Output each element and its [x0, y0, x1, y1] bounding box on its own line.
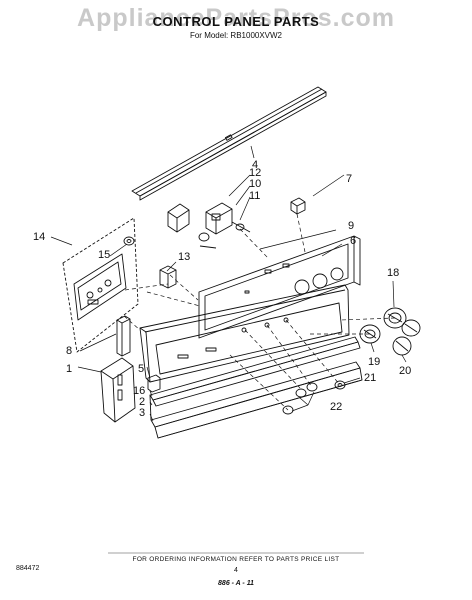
callout-1: 1	[66, 363, 72, 375]
page-number: 4	[234, 567, 238, 574]
clip-part	[290, 197, 306, 215]
callout-10: 10	[249, 178, 261, 190]
model-subtitle: For Model: RB1000XVW2	[189, 31, 283, 40]
assembly-guides	[123, 213, 396, 411]
callout-16: 16	[133, 385, 145, 397]
callout-11: 11	[249, 190, 260, 202]
callout-22: 22	[330, 401, 342, 413]
page-title: CONTROL PANEL PARTS	[152, 14, 320, 29]
callout-12: 12	[249, 167, 261, 179]
diagram-code: 884472	[16, 565, 40, 572]
timer-part	[100, 357, 136, 423]
control-module-part	[62, 217, 139, 353]
ordering-info: FOR ORDERING INFORMATION REFER TO PARTS …	[132, 556, 340, 563]
upper-panel-part	[198, 235, 361, 339]
callout-6: 6	[350, 235, 356, 247]
leader-lines	[50, 145, 407, 422]
callout-18: 18	[387, 267, 399, 279]
spacer-16-part	[147, 374, 161, 393]
lower-trim-part	[149, 336, 363, 439]
callout-3: 3	[139, 407, 145, 419]
switch-parts	[167, 202, 251, 249]
callout-13: 13	[178, 251, 190, 263]
console-panel-part	[139, 284, 350, 383]
callout-15: 15	[98, 249, 110, 261]
callout-4: 4	[252, 159, 258, 171]
callout-14: 14	[33, 231, 45, 243]
callout-2: 2	[139, 396, 145, 408]
bracket-part	[159, 265, 177, 289]
callout-labels: 1 2 3 4 5 6 7 8 9 10 11 12 13 14 15 16 1…	[33, 159, 411, 419]
callout-7: 7	[346, 173, 352, 185]
bracket-8-part	[116, 315, 131, 357]
trim-strip-part	[131, 86, 327, 201]
nut-parts	[282, 380, 346, 415]
watermark: AppliancePartsPros.com	[77, 4, 395, 32]
callout-9: 9	[348, 220, 354, 232]
callout-5: 5	[138, 363, 144, 375]
knob-parts	[359, 307, 421, 356]
callout-21: 21	[364, 372, 376, 384]
callout-8: 8	[66, 345, 72, 357]
diagram-reference: 886 - A - 11	[218, 580, 254, 587]
callout-19: 19	[368, 356, 380, 368]
callout-20: 20	[399, 365, 411, 377]
